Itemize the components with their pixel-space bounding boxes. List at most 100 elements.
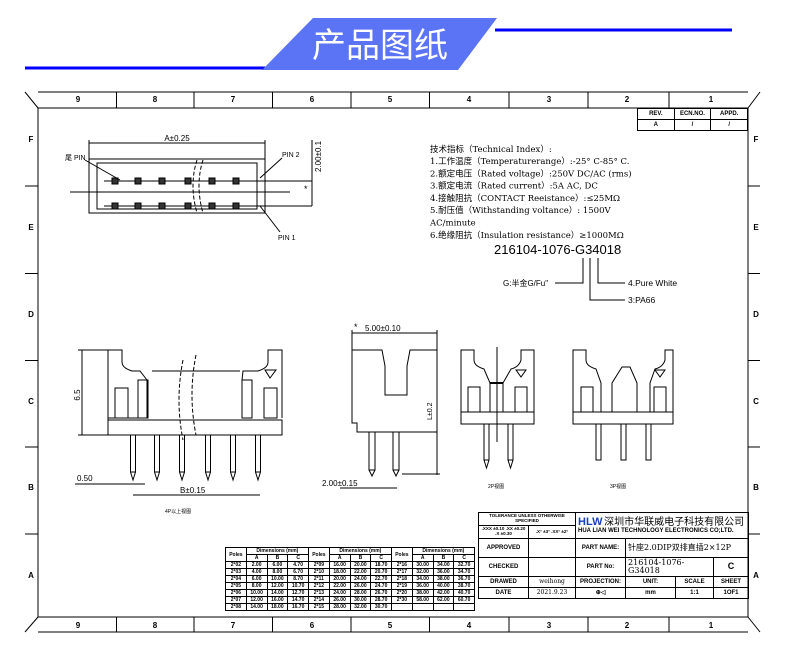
table-cell: 30.00 xyxy=(411,561,434,569)
column-label: 6 xyxy=(310,621,315,630)
table-cell: 38.00 xyxy=(411,589,434,597)
drawed-label: DRAWED xyxy=(478,576,529,588)
page-title: 产品图纸 xyxy=(312,26,448,66)
table-cell: 2*03 xyxy=(225,568,247,576)
table-cell: 34.00 xyxy=(411,575,434,583)
column-label: 2 xyxy=(625,621,630,630)
pin-mark xyxy=(208,177,216,185)
table-cell: 40.70 xyxy=(453,589,475,597)
column-label: 3 xyxy=(547,621,552,630)
revision-table: REV.ECN.NO.APPD. A// xyxy=(637,108,748,131)
table-cell: 36.70 xyxy=(453,575,475,583)
pin xyxy=(205,434,211,473)
table-cell: 2*13 xyxy=(308,589,330,597)
table-cell xyxy=(432,603,455,611)
spec-line: 2.额定电压（Rated voltage）:250V DC/AC (rms) xyxy=(430,168,632,179)
row-label: E xyxy=(28,223,34,232)
pin xyxy=(230,434,236,473)
column-label: 9 xyxy=(76,621,81,630)
table-cell: 60.70 xyxy=(453,596,475,604)
table-cell: 20.70 xyxy=(370,568,392,576)
pin-mark xyxy=(184,202,192,210)
3p-view-drawing xyxy=(572,349,674,461)
header-banner xyxy=(262,18,497,70)
table-cell: 8.00 xyxy=(245,582,268,590)
column-label: 1 xyxy=(709,95,714,104)
column-label: 7 xyxy=(231,621,236,630)
date-label: DATE xyxy=(478,587,529,599)
plating-callout: G:半金G/Fu" xyxy=(503,278,548,288)
sheet-label: SHEET xyxy=(713,576,750,588)
pin-mark xyxy=(208,202,216,210)
table-cell: 14.00 xyxy=(245,603,268,611)
ecn-value: / xyxy=(673,119,712,131)
pin-mark xyxy=(232,202,240,210)
table-cell: 40.00 xyxy=(432,582,455,590)
part-rev: C xyxy=(713,557,750,577)
table-cell: 2*18 xyxy=(391,575,413,583)
row-label: F xyxy=(754,135,759,144)
row-label: A xyxy=(28,571,34,580)
checked-label: CHECKED xyxy=(478,557,529,577)
specs-title: 技术指标（Technical Index）: xyxy=(430,144,552,155)
table-cell: 2*04 xyxy=(225,575,247,583)
table-cell: 2*06 xyxy=(225,589,247,597)
company-name-en: HUA LIAN WEI TECHNOLOGY ELECTRONICS CO;L… xyxy=(578,528,734,535)
table-cell xyxy=(453,603,475,611)
scale-label: SCALE xyxy=(675,576,715,588)
table-cell: 2*10 xyxy=(308,568,330,576)
table-cell: 2*11 xyxy=(308,575,330,583)
tolerance-linear: .XXX ±0.10 .XX ±0.20 .X ±0.30 xyxy=(478,525,529,539)
part-number: 216104-1076-G34018 xyxy=(625,557,715,577)
column-header: B xyxy=(432,554,455,562)
drawer-name: weihong xyxy=(527,576,577,588)
column-label: 2 xyxy=(625,95,630,104)
table-cell: 2*02 xyxy=(225,561,247,569)
table-cell xyxy=(391,603,413,611)
row-label: A xyxy=(753,571,759,580)
color-callout: 4.Pure White xyxy=(628,278,677,288)
projection-label: PROJECTION: xyxy=(575,576,627,588)
end-pitch-dimension: 2.00±0.15 xyxy=(322,479,358,488)
drawing-frame xyxy=(24,91,761,633)
part-no-label: PART No: xyxy=(575,557,627,577)
table-cell: 2*08 xyxy=(225,603,247,611)
column-header: A xyxy=(245,554,268,562)
column-header: A xyxy=(411,554,434,562)
table-cell: 2*30 xyxy=(391,596,413,604)
table-cell: 12.00 xyxy=(245,596,268,604)
dimensions-header: Dimensions (mm) xyxy=(328,547,393,555)
a-dimension: A±0.25 xyxy=(164,134,190,143)
pin xyxy=(179,434,185,473)
table-cell: 58.00 xyxy=(411,596,434,604)
pin-mark xyxy=(184,177,192,185)
row-label: F xyxy=(29,135,34,144)
table-cell: 28.00 xyxy=(328,603,351,611)
table-cell: 28.70 xyxy=(370,596,392,604)
table-cell: 2*16 xyxy=(391,561,413,569)
table-cell: 34.70 xyxy=(453,568,475,576)
table-cell: 12.70 xyxy=(287,589,309,597)
table-cell: 38.70 xyxy=(453,582,475,590)
table-cell: 6.00 xyxy=(245,575,268,583)
pin xyxy=(130,434,136,473)
pin-mark xyxy=(111,177,119,185)
table-cell: 62.00 xyxy=(432,596,455,604)
company-logo: HLW xyxy=(578,515,603,528)
table-cell: 2*20 xyxy=(391,589,413,597)
column-label: 3 xyxy=(547,95,552,104)
table-cell: 10.00 xyxy=(245,589,268,597)
table-cell: 18.70 xyxy=(370,561,392,569)
unit-label: UNIT: xyxy=(625,576,677,588)
table-cell: 14.70 xyxy=(287,596,309,604)
side-view-drawing xyxy=(75,349,283,496)
projection-symbol-icon: ⊕◁ xyxy=(575,587,627,599)
height-dimension: 6.5 xyxy=(73,389,82,401)
table-cell xyxy=(411,603,434,611)
sheet-value: 1OF1 xyxy=(713,587,750,599)
row-label: C xyxy=(28,397,34,406)
